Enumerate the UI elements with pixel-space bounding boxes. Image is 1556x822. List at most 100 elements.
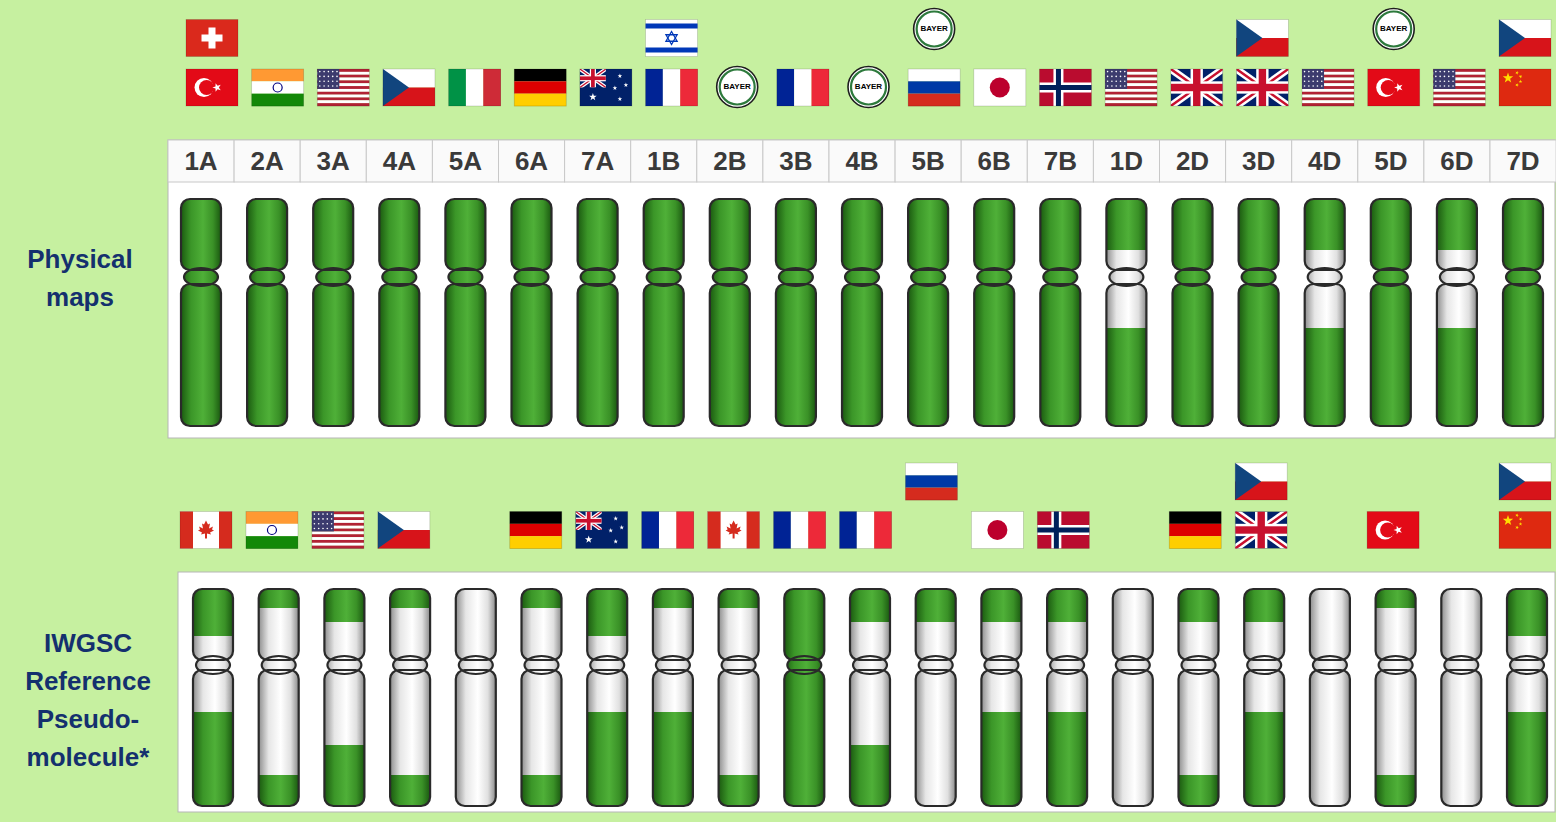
country-flag	[312, 531, 364, 534]
chromosome	[1376, 589, 1416, 660]
chromosome	[653, 587, 693, 808]
country-flag	[642, 512, 694, 549]
chromosome	[908, 199, 948, 426]
bayer-logo	[914, 9, 955, 50]
country-flag	[1304, 85, 1306, 87]
chromosome	[379, 197, 419, 428]
chromosome	[522, 589, 562, 660]
chromosome	[842, 197, 882, 428]
chromosome	[1441, 589, 1481, 660]
chromosome	[1371, 199, 1411, 426]
country-flag	[1499, 463, 1551, 500]
country-flag	[840, 512, 857, 549]
chromosome	[181, 197, 221, 428]
chromosome	[1441, 670, 1481, 806]
country-flag	[1519, 517, 1523, 521]
country-flag	[1039, 85, 1091, 90]
chromosome	[1244, 587, 1284, 808]
chromosome	[784, 589, 824, 660]
chromosome	[842, 284, 882, 426]
country-flag	[1105, 97, 1157, 100]
country-flag	[327, 523, 329, 525]
country-flag	[1171, 69, 1223, 106]
chromosome	[850, 587, 890, 808]
country-flag	[908, 69, 960, 81]
country-flag	[317, 69, 369, 106]
chromosome	[644, 199, 684, 426]
header-cell	[565, 140, 631, 182]
header-cell	[300, 140, 366, 182]
chromosome	[1305, 197, 1345, 428]
country-flag	[332, 80, 334, 82]
chromosome-label: 4B	[845, 148, 878, 174]
country-flag	[580, 69, 632, 106]
country-flag	[328, 71, 330, 73]
chromosome	[587, 587, 627, 808]
chromosome	[974, 197, 1014, 428]
country-flag	[613, 539, 618, 543]
country-flag	[1037, 512, 1089, 549]
country-flag	[1302, 100, 1354, 103]
country-flag	[576, 512, 602, 531]
chromosome	[1239, 197, 1279, 428]
country-flag	[514, 81, 566, 93]
chromosome	[653, 670, 693, 806]
chromosome	[379, 199, 419, 426]
chromosome	[181, 199, 221, 426]
country-flag	[1433, 95, 1485, 98]
country-flag	[777, 69, 794, 106]
country-flag	[576, 512, 602, 531]
chromosome	[587, 587, 627, 808]
country-flag	[186, 69, 238, 106]
chromosome	[653, 587, 693, 808]
country-flag	[314, 513, 316, 515]
country-flag	[1435, 71, 1437, 73]
country-flag	[1519, 75, 1523, 79]
chromosome	[259, 587, 299, 808]
chromosome	[916, 587, 956, 808]
chromosome	[1047, 712, 1087, 808]
chromosome	[1179, 775, 1219, 808]
chromosome	[1040, 199, 1080, 270]
country-flag	[589, 93, 597, 100]
chromosome-label: 7B	[1044, 148, 1077, 174]
chromosome-label: 1B	[647, 148, 680, 174]
chromosome	[1113, 587, 1153, 808]
chromosome	[719, 587, 759, 808]
header-cell	[1093, 140, 1159, 182]
country-flag	[646, 69, 698, 106]
chromosome	[1507, 587, 1547, 636]
chromosome	[916, 587, 956, 808]
country-flag	[1503, 73, 1513, 83]
chromosome	[981, 589, 1021, 806]
country-flag	[312, 512, 364, 549]
country-flag	[1376, 78, 1395, 97]
chromosome	[974, 199, 1014, 270]
country-flag	[576, 512, 602, 531]
chromosome	[1503, 197, 1543, 428]
chromosome	[784, 587, 824, 808]
country-flag	[1124, 76, 1126, 78]
chromosome	[379, 197, 419, 428]
country-flag	[1519, 80, 1523, 83]
chromosome	[644, 199, 684, 270]
chromosome	[1305, 284, 1345, 426]
chromosome	[1106, 328, 1146, 426]
chromosome	[1113, 589, 1153, 806]
chromosome	[1376, 589, 1416, 806]
chromosome	[259, 775, 299, 808]
country-flag	[905, 475, 957, 487]
country-flag	[1499, 20, 1551, 57]
country-flag	[322, 523, 324, 525]
chromosome	[1437, 197, 1477, 428]
chromosome	[842, 199, 882, 426]
country-flag	[1317, 85, 1319, 87]
country-flag	[1235, 463, 1287, 500]
chromosome	[974, 199, 1014, 426]
chromosome	[1503, 284, 1543, 426]
chromosome	[1239, 199, 1279, 426]
chromosome	[1040, 197, 1080, 428]
country-flag	[646, 24, 698, 29]
chromosome	[908, 197, 948, 428]
country-flag	[1115, 76, 1117, 78]
